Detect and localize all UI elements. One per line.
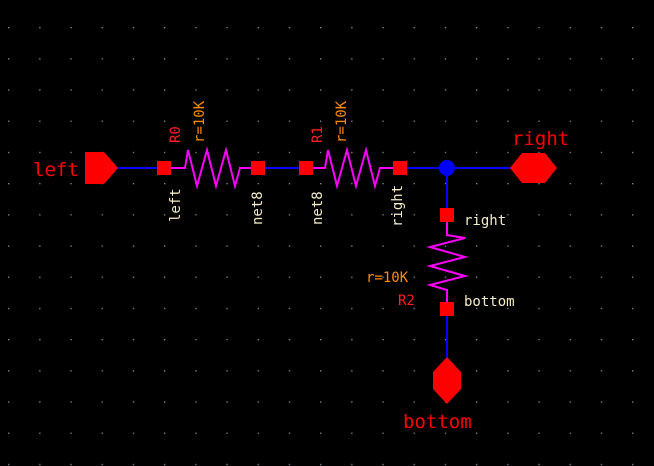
r1-param: r=10K [334,100,350,143]
r1-instance-name: R1 [310,126,326,143]
r0-term-b-label: net8 [250,191,266,225]
resistor-r2-symbol[interactable] [426,221,469,303]
r1-term-a-label: net8 [310,191,326,225]
r1-terminal-right[interactable] [393,161,407,175]
r0-terminal-left[interactable] [157,161,171,175]
r0-terminal-net8[interactable] [251,161,265,175]
pin-right-label: right [512,128,569,150]
r1-terminal-net8[interactable] [299,161,313,175]
r1-term-b-label: right [390,185,406,227]
terminals [157,161,454,316]
resistor-r1-symbol[interactable] [312,146,394,190]
r2-term-b-label: bottom [464,294,515,310]
resistor-r0-symbol[interactable] [170,146,252,190]
junction-dot [439,160,455,176]
r0-param: r=10K [192,100,208,143]
pin-left-shape[interactable] [85,152,118,184]
r0-instance-name: R0 [168,126,184,143]
r2-instance-name: R2 [398,293,415,309]
pin-left-label: left [33,159,79,181]
r2-terminal-right[interactable] [440,208,454,222]
pin-bottom-label: bottom [403,411,472,433]
r0-term-a-label: left [168,188,184,222]
r2-term-a-label: right [464,213,506,229]
r2-terminal-bottom[interactable] [440,302,454,316]
pin-bottom-shape[interactable] [433,357,461,404]
pin-right-shape[interactable] [510,153,557,183]
r2-param: r=10K [366,270,409,286]
